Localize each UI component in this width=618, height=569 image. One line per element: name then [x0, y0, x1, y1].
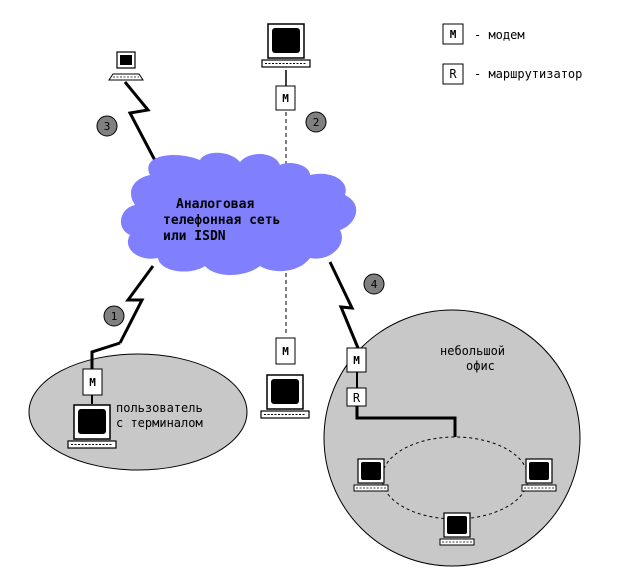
cloud-label-line1: Аналоговая [176, 197, 254, 212]
router-icon-office[interactable]: R [346, 387, 367, 407]
user-modem-wire [90, 341, 121, 369]
link-1-zigzag [118, 265, 155, 344]
legend-router-text: - маршрутизатор [474, 67, 582, 81]
svg-text:M: M [450, 28, 457, 41]
laptop-icon[interactable] [108, 51, 144, 81]
modem-icon-office[interactable]: M [346, 347, 367, 373]
marker-2: 2 [305, 111, 327, 133]
legend-router-symbol: R [442, 63, 464, 85]
computer-icon-office-right[interactable] [521, 458, 557, 492]
computer-icon-office-left[interactable] [353, 458, 389, 492]
svg-text:M: M [282, 345, 289, 358]
office-area-ellipse [323, 309, 581, 567]
svg-text:R: R [353, 391, 361, 405]
telephone-network-cloud [120, 152, 357, 275]
modem-icon-top[interactable]: M [275, 85, 296, 111]
svg-text:M: M [89, 376, 96, 389]
cloud-label-line2: телефонная сеть [163, 213, 280, 228]
legend-modem-text: - модем [474, 28, 525, 42]
svg-text:M: M [353, 354, 360, 367]
svg-text:4: 4 [371, 278, 378, 291]
link-3-zigzag [123, 81, 162, 171]
computer-icon-top[interactable] [261, 23, 311, 68]
svg-text:M: M [282, 92, 289, 105]
svg-text:3: 3 [104, 120, 111, 133]
terminal-icon-user[interactable] [67, 404, 117, 449]
marker-1: 1 [103, 305, 125, 327]
svg-text:1: 1 [111, 310, 118, 323]
marker-4: 4 [363, 273, 385, 295]
modem-icon-user[interactable]: M [82, 368, 103, 396]
office-label-line1: небольшой [440, 344, 505, 358]
computer-icon-office-bottom[interactable] [439, 512, 475, 546]
office-router-lan-wire [355, 406, 457, 437]
user-label-line2: с терминалом [116, 416, 203, 430]
office-label-line2: офис [466, 359, 495, 373]
computer-icon-middle[interactable] [260, 374, 310, 419]
svg-text:2: 2 [313, 116, 320, 129]
legend-modem-symbol: M [442, 23, 464, 45]
user-label-line1: пользователь [116, 401, 203, 415]
cloud-label-line3: или ISDN [163, 229, 226, 244]
svg-text:R: R [449, 67, 457, 81]
link-4-zigzag [328, 261, 360, 349]
marker-3: 3 [96, 115, 118, 137]
modem-icon-middle[interactable]: M [275, 337, 296, 365]
